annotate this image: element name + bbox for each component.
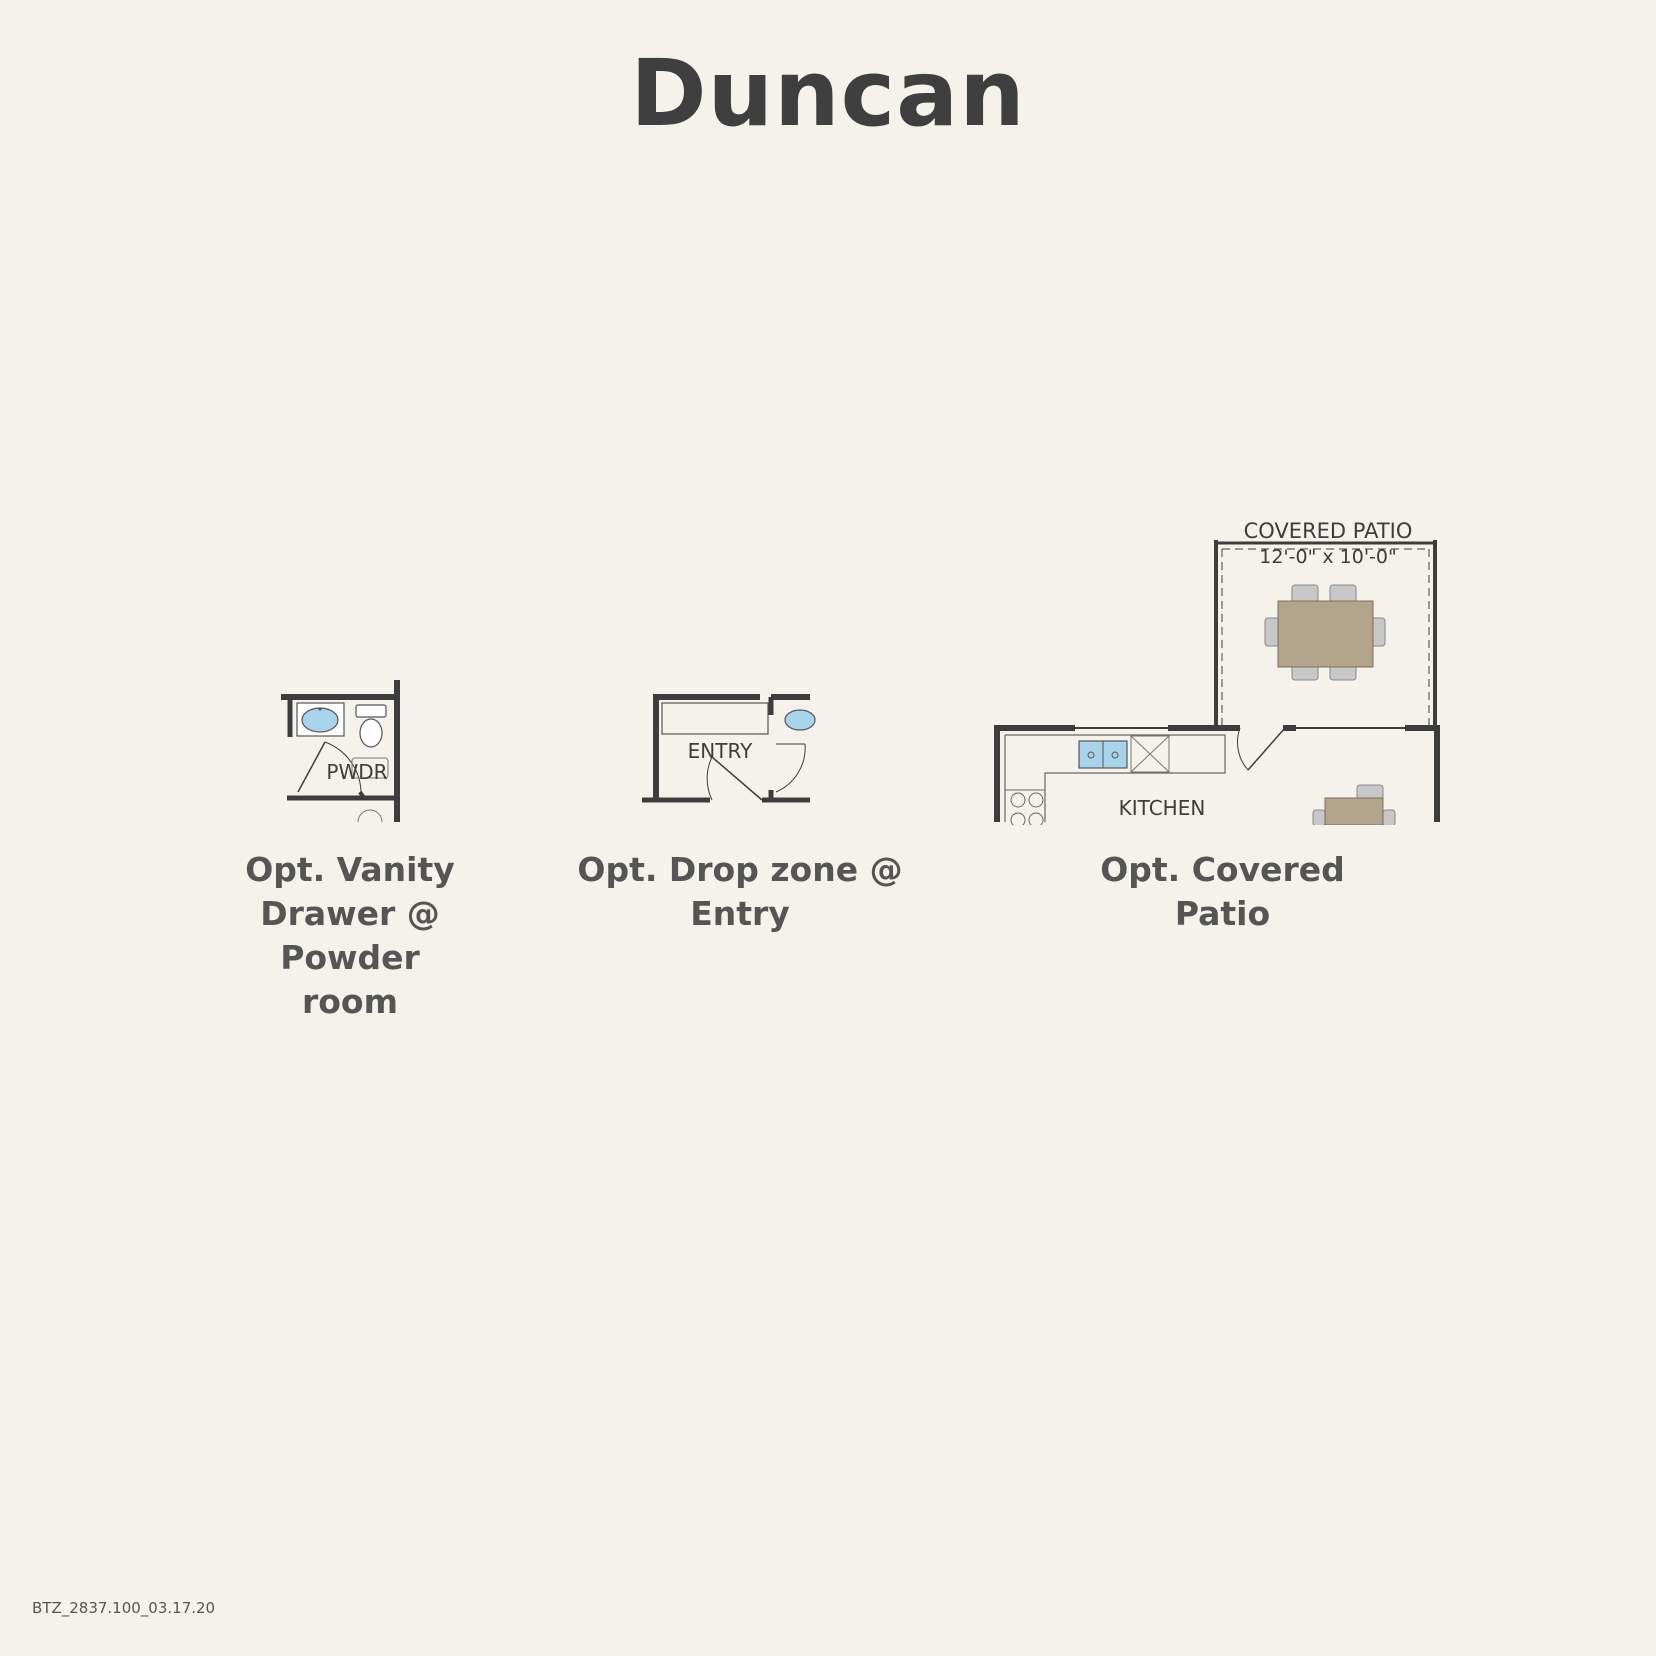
document-code: BTZ_2837.100_03.17.20 — [32, 1599, 216, 1617]
powder-room-plan: PWDR — [281, 680, 400, 823]
page-title: Duncan — [630, 40, 1026, 147]
covered-patio-label: COVERED PATIO — [1244, 519, 1413, 543]
entry-plan: ENTRY — [642, 694, 816, 803]
option-caption-vanity: Opt. Vanity Drawer @ Powder room — [245, 850, 455, 1021]
covered-patio-plan: COVERED PATIO 12'-0" x 10'-0" — [994, 519, 1440, 825]
option-caption-covered-patio: Opt. Covered Patio — [1100, 850, 1345, 933]
covered-patio-dimensions: 12'-0" x 10'-0" — [1259, 546, 1397, 568]
pwdr-label: PWDR — [326, 760, 387, 784]
kitchen-label: KITCHEN — [1119, 796, 1206, 820]
entry-label: ENTRY — [688, 739, 753, 763]
option-caption-drop-zone: Opt. Drop zone @ Entry — [577, 850, 903, 933]
